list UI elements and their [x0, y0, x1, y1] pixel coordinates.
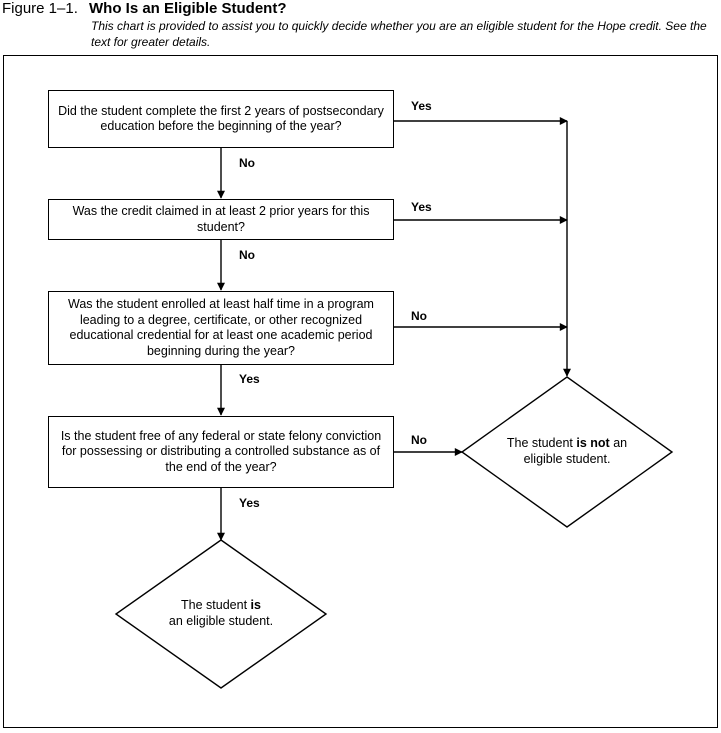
not-eligible-outcome-text: The student is not an eligible student.	[506, 436, 628, 466]
figure-title: Who Is an Eligible Student?	[89, 0, 287, 17]
q4-right-label: No	[411, 433, 427, 447]
q1-right-label: Yes	[411, 99, 432, 113]
figure-number: Figure 1–1.	[2, 0, 78, 17]
q1-down-label: No	[239, 156, 255, 170]
q3-right-label: No	[411, 309, 427, 323]
q2-down-label: No	[239, 248, 255, 262]
question-box-2: Was the credit claimed in at least 2 pri…	[48, 199, 394, 240]
q4-down-label: Yes	[239, 496, 260, 510]
figure-caption: This chart is provided to assist you to …	[91, 19, 707, 49]
diagram-frame	[3, 55, 718, 728]
q2-right-label: Yes	[411, 200, 432, 214]
eligible-diamond	[114, 539, 328, 689]
question-box-3: Was the student enrolled at least half t…	[48, 291, 394, 365]
question-box-1: Did the student complete the first 2 yea…	[48, 90, 394, 148]
question-text: Is the student free of any federal or st…	[60, 428, 382, 474]
not-eligible-diamond	[460, 376, 674, 528]
question-box-4: Is the student free of any federal or st…	[48, 416, 394, 488]
emphasis-is-not: is not	[576, 436, 610, 450]
emphasis-is: is	[250, 598, 261, 612]
q3-down-label: Yes	[239, 372, 260, 386]
question-text: Was the student enrolled at least half t…	[68, 297, 374, 358]
question-text: Did the student complete the first 2 yea…	[58, 103, 384, 134]
question-text: Was the credit claimed in at least 2 pri…	[72, 204, 370, 234]
